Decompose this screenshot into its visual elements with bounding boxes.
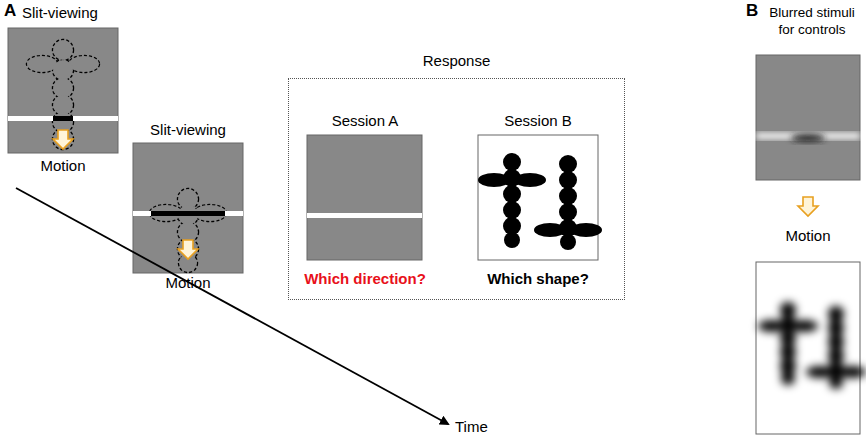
- caption-text: Motion: [40, 157, 85, 175]
- session-b-panel: Session B Which shape?: [468, 102, 608, 292]
- caption-text: Motion: [785, 227, 830, 245]
- session-a-panel: Session A Which direction?: [295, 102, 435, 292]
- caption-text: Response: [423, 52, 491, 70]
- slit-frame: Motion: [8, 28, 118, 178]
- shape-choice-panel: [478, 135, 602, 260]
- axis-label: Time: [455, 418, 488, 436]
- blurred-slit-frame: [756, 55, 860, 216]
- response-panel: [307, 135, 422, 260]
- panel-heading: Session A: [332, 112, 399, 130]
- slit-frame: [133, 143, 243, 273]
- response-frame: [288, 78, 625, 300]
- panel-title: Blurred stimuli for controls: [762, 4, 862, 38]
- blurred-slit-frame: Motion: [756, 55, 860, 255]
- caption-text: Which shape?: [487, 270, 589, 288]
- panel-letter: A: [4, 2, 16, 20]
- caption-text: Which direction?: [304, 270, 426, 288]
- panel-heading: Slit-viewing: [150, 121, 226, 139]
- panel-heading: Session B: [504, 112, 572, 130]
- panel-letter: B: [746, 2, 758, 20]
- blurred-shape-panel: [756, 262, 866, 434]
- slit-frame: Slit-viewingMotion: [133, 118, 243, 296]
- slit-frame: [8, 28, 118, 153]
- response-group: ResponseSession AWhich direction?Session…: [288, 48, 625, 300]
- caption-text: Motion: [165, 274, 210, 292]
- panel-title: Slit-viewing: [22, 4, 98, 22]
